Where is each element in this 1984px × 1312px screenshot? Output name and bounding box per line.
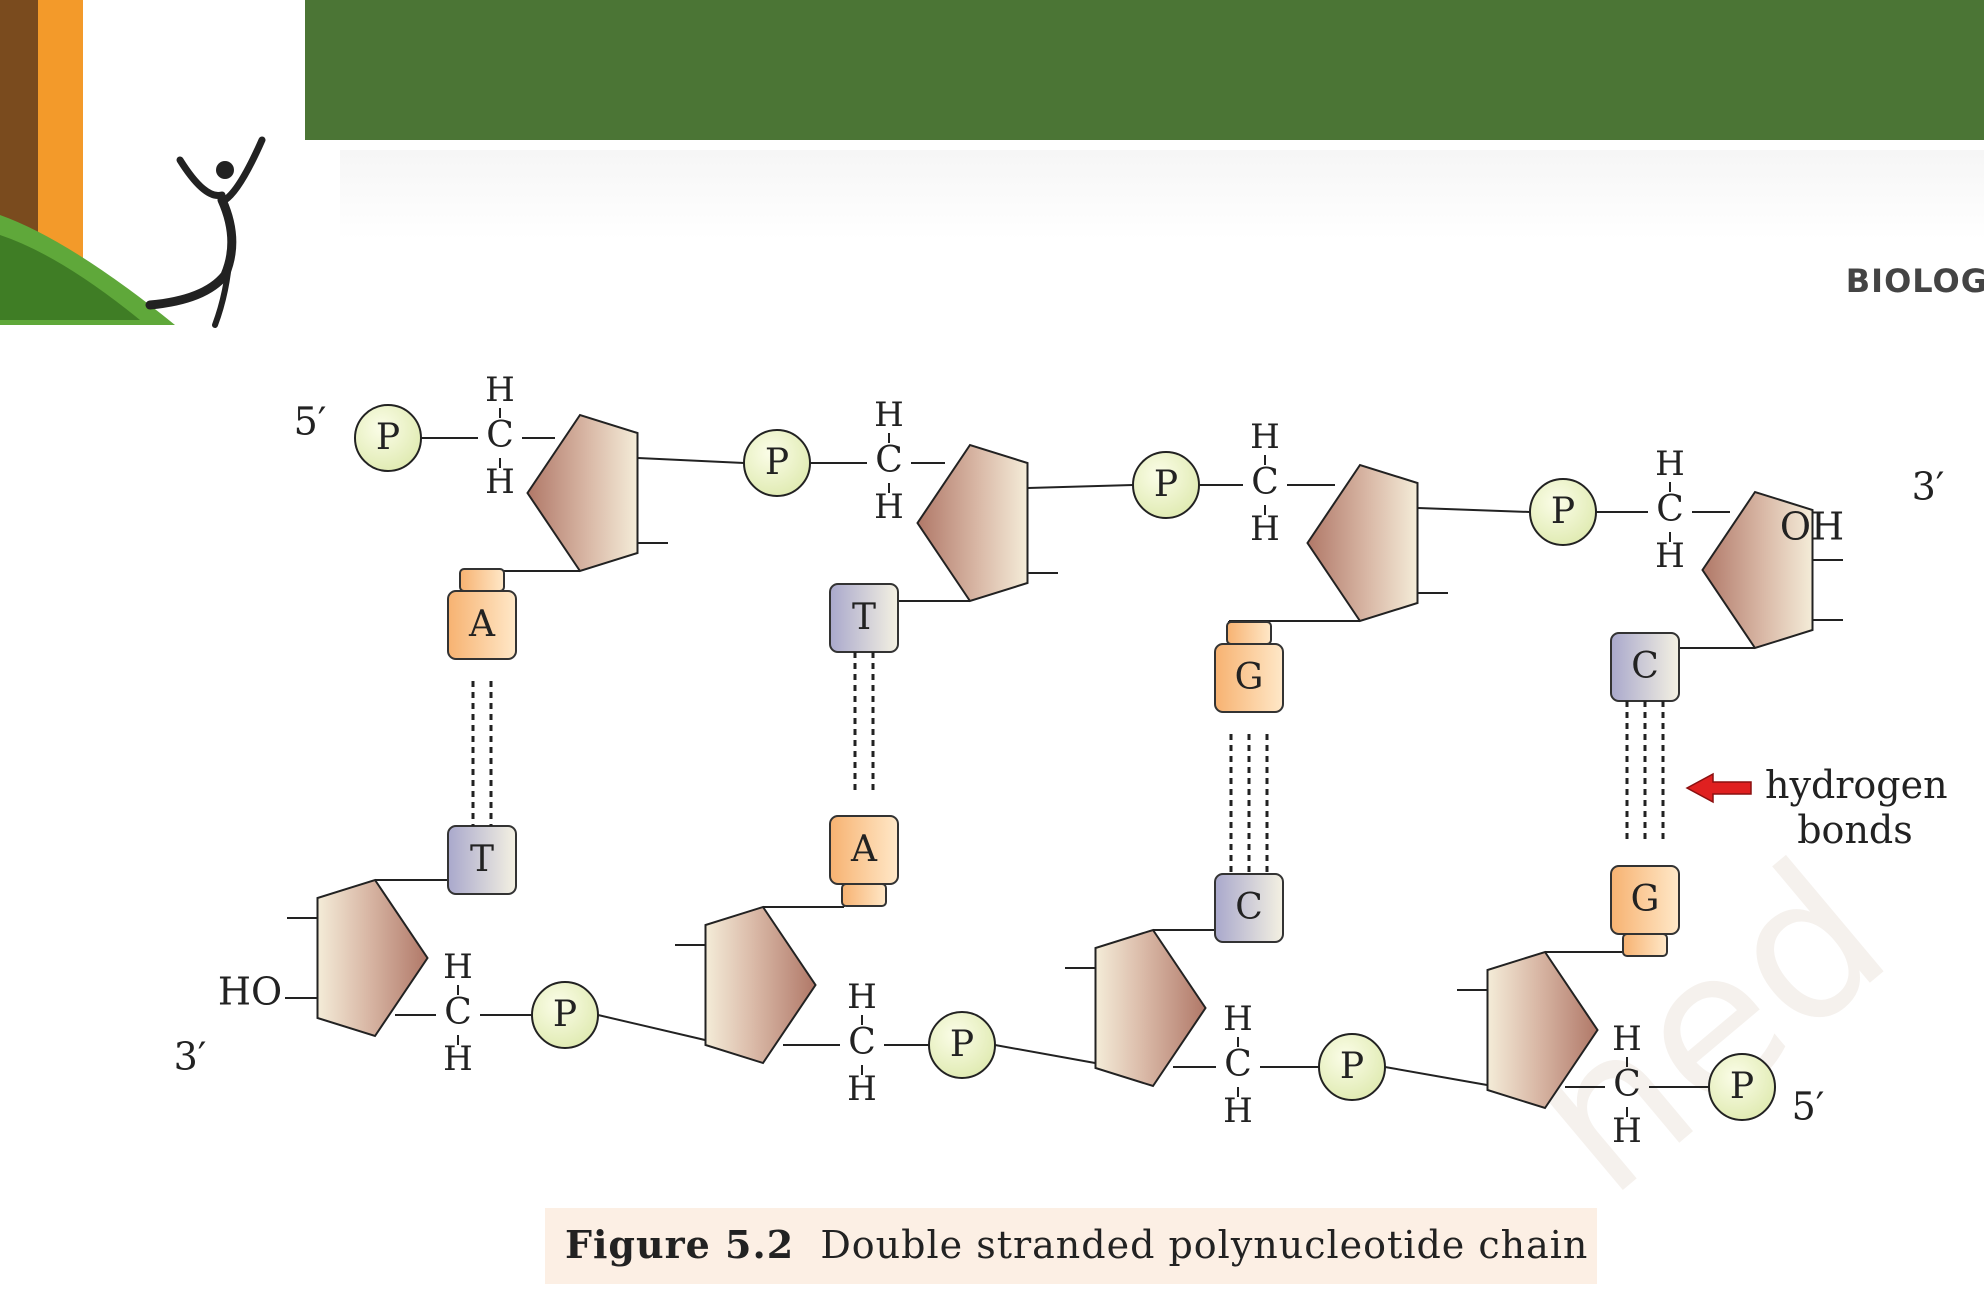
bond-line bbox=[1417, 507, 1531, 513]
phosphate-label: P bbox=[1551, 491, 1575, 532]
carbon-label: C bbox=[1656, 489, 1684, 530]
bond-line bbox=[1384, 1066, 1488, 1086]
bottom-ho-label: HO bbox=[218, 970, 282, 1014]
hydrogen-label: H bbox=[443, 947, 473, 987]
red-arrow-left-icon bbox=[1685, 772, 1752, 804]
pyrimidine-base-box bbox=[447, 825, 517, 895]
hydrogen-label: H bbox=[1223, 1091, 1253, 1131]
top-5-prime-label: 5′ bbox=[294, 400, 327, 444]
base-letter: G bbox=[1235, 657, 1264, 698]
base-letter: A bbox=[850, 829, 878, 870]
phosphate-label: P bbox=[1154, 464, 1178, 505]
running-head: BIOLOG bbox=[1845, 262, 1984, 300]
phosphate-label: P bbox=[1730, 1066, 1754, 1107]
hydrogen-bonds-line2: bonds bbox=[1797, 808, 1913, 852]
carbon-label: C bbox=[848, 1022, 876, 1063]
hydrogen-label: H bbox=[847, 977, 877, 1017]
hydrogen-label: H bbox=[874, 487, 904, 527]
hydrogen-label: H bbox=[1612, 1111, 1642, 1151]
hydrogen-label: H bbox=[1250, 509, 1280, 549]
hydrogen-label: H bbox=[1612, 1019, 1642, 1059]
sugar-pentagon bbox=[704, 905, 817, 1065]
carbon-label: C bbox=[444, 992, 472, 1033]
base-letter: G bbox=[1631, 879, 1660, 920]
hydrogen-label: H bbox=[1223, 999, 1253, 1039]
base-letter: A bbox=[468, 604, 496, 645]
base-letter: T bbox=[852, 597, 876, 638]
phosphate-label: P bbox=[376, 417, 400, 458]
purine-tab bbox=[1226, 621, 1272, 645]
hydrogen-bonds-line1: hydrogen bbox=[1765, 763, 1948, 807]
sugar-pentagon bbox=[526, 413, 639, 573]
sugar-pentagon bbox=[1306, 463, 1419, 623]
hydrogen-label: H bbox=[485, 370, 515, 410]
figure-with-raised-arms-icon bbox=[145, 136, 266, 328]
carbon-label: C bbox=[1224, 1044, 1252, 1085]
carbon-label: C bbox=[1251, 462, 1279, 503]
base-letter: C bbox=[1235, 887, 1263, 928]
phosphate-label: P bbox=[1340, 1046, 1364, 1087]
hydrogen-label: H bbox=[874, 395, 904, 435]
bottom-5-prime-label: 5′ bbox=[1792, 1085, 1825, 1129]
purine-tab bbox=[1622, 933, 1668, 957]
bond-line bbox=[994, 1044, 1096, 1064]
hydrogen-label: H bbox=[1655, 536, 1685, 576]
leaf-shape-dark bbox=[0, 235, 140, 320]
hydrogen-label: H bbox=[485, 462, 515, 502]
bond-line bbox=[1027, 484, 1134, 489]
base-letter: T bbox=[470, 839, 494, 880]
top-3-prime-label: 3′ bbox=[1912, 465, 1945, 509]
sugar-pentagon bbox=[1486, 950, 1599, 1110]
caption-box bbox=[545, 1208, 1597, 1284]
carbon-label: C bbox=[1613, 1064, 1641, 1105]
bottom-3-prime-label: 3′ bbox=[174, 1035, 207, 1079]
phosphate-label: P bbox=[765, 442, 789, 483]
bond-line bbox=[597, 1014, 706, 1041]
figure-number: Figure 5.2 bbox=[565, 1222, 795, 1267]
header-shade bbox=[340, 150, 1984, 240]
hydrogen-label: H bbox=[1655, 444, 1685, 484]
sugar-pentagon bbox=[1701, 490, 1814, 650]
sugar-pentagon bbox=[316, 878, 429, 1038]
sugar-pentagon bbox=[916, 443, 1029, 603]
hydrogen-label: H bbox=[847, 1069, 877, 1109]
sugar-pentagon bbox=[1094, 928, 1207, 1088]
pyrimidine-base-box bbox=[829, 583, 899, 653]
carbon-label: C bbox=[486, 415, 514, 456]
purine-tab bbox=[459, 568, 505, 592]
hydrogen-bonds-label: hydrogen bonds bbox=[1765, 763, 1948, 853]
header-banner bbox=[305, 0, 1984, 140]
phosphate-label: P bbox=[950, 1024, 974, 1065]
chapter-logo bbox=[0, 0, 266, 328]
bond-line bbox=[637, 457, 745, 464]
figure-title: Double stranded polynucleotide chain bbox=[820, 1223, 1589, 1267]
phosphate-label: P bbox=[553, 994, 577, 1035]
base-letter: C bbox=[1631, 646, 1659, 687]
top-oh-label: OH bbox=[1780, 505, 1844, 549]
pyrimidine-base-box bbox=[1214, 873, 1284, 943]
carbon-label: C bbox=[875, 440, 903, 481]
purine-tab bbox=[841, 883, 887, 907]
hydrogen-label: H bbox=[1250, 417, 1280, 457]
figure-caption: Figure 5.2 Double stranded polynucleotid… bbox=[565, 1222, 1588, 1267]
hydrogen-label: H bbox=[443, 1039, 473, 1079]
